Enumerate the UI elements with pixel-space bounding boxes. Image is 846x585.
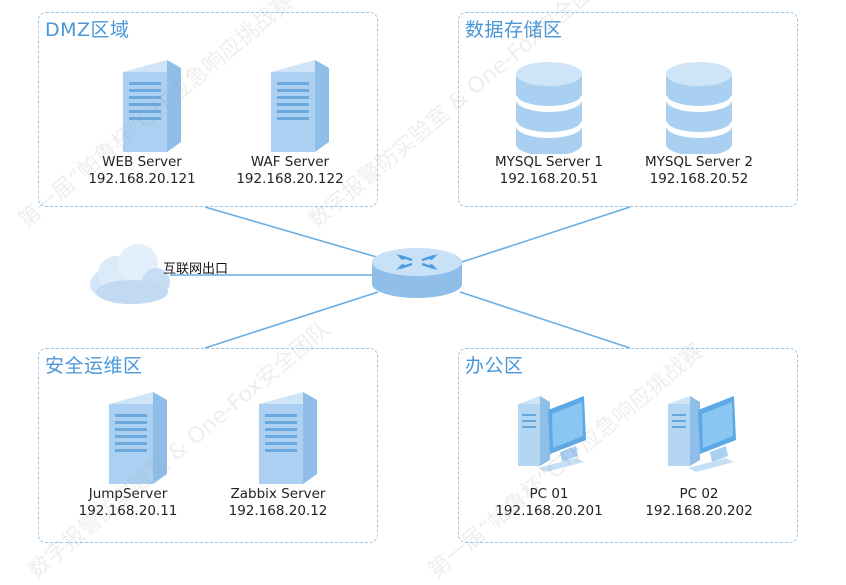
node-name: MYSQL Server 2 <box>644 154 754 170</box>
core-router-icon <box>372 248 462 298</box>
link-office <box>459 291 631 349</box>
node-zabbix-server: Zabbix Server 192.168.20.12 <box>198 390 358 520</box>
zone-storage: 数据存储区 <box>458 12 798 207</box>
zone-office: 办公区 <box>458 348 798 543</box>
node-name: PC 02 <box>679 486 719 502</box>
node-waf-server: WAF Server 192.168.20.122 <box>210 58 370 188</box>
node-ip: 192.168.20.122 <box>236 171 344 187</box>
cloud-icon <box>90 244 170 304</box>
node-name: Zabbix Server <box>230 486 326 502</box>
server-icon <box>109 392 167 484</box>
node-web-server: WEB Server 192.168.20.121 <box>62 58 222 188</box>
node-ip: 192.168.20.202 <box>645 503 753 519</box>
node-mysql-server-2: MYSQL Server 2 192.168.20.52 <box>619 58 779 188</box>
database-icon <box>664 60 734 154</box>
node-ip: 192.168.20.51 <box>499 171 599 187</box>
node-name: JumpServer <box>88 486 168 502</box>
node-jumpserver: JumpServer 192.168.20.11 <box>48 390 208 520</box>
node-ip: 192.168.20.12 <box>228 503 328 519</box>
zone-title-ops: 安全运维区 <box>45 355 143 377</box>
zone-title-dmz: DMZ区域 <box>45 19 130 41</box>
server-icon <box>123 60 181 152</box>
node-ip: 192.168.20.201 <box>495 503 603 519</box>
node-ip: 192.168.20.11 <box>78 503 178 519</box>
desktop-pc-icon <box>518 396 586 472</box>
server-icon <box>259 392 317 484</box>
connection-lines <box>170 206 631 349</box>
internet-exit-label: 互联网出口 <box>163 262 229 277</box>
link-storage <box>461 206 631 263</box>
node-name: WAF Server <box>250 154 330 170</box>
zone-dmz: DMZ区域 <box>38 12 378 207</box>
link-dmz <box>204 206 381 259</box>
node-pc-02: PC 02 192.168.20.202 <box>619 390 779 520</box>
node-name: WEB Server <box>102 154 182 170</box>
server-icon <box>271 60 329 152</box>
zone-ops: 安全运维区 <box>38 348 378 543</box>
node-pc-01: PC 01 192.168.20.201 <box>469 390 629 520</box>
node-mysql-server-1: MYSQL Server 1 192.168.20.51 <box>469 58 629 188</box>
database-icon <box>514 60 584 154</box>
zone-title-office: 办公区 <box>465 355 524 377</box>
node-name: MYSQL Server 1 <box>494 154 604 170</box>
node-ip: 192.168.20.52 <box>649 171 749 187</box>
link-ops <box>204 291 379 349</box>
desktop-pc-icon <box>668 396 736 472</box>
node-ip: 192.168.20.121 <box>88 171 196 187</box>
zone-title-storage: 数据存储区 <box>465 19 563 41</box>
node-name: PC 01 <box>529 486 569 502</box>
